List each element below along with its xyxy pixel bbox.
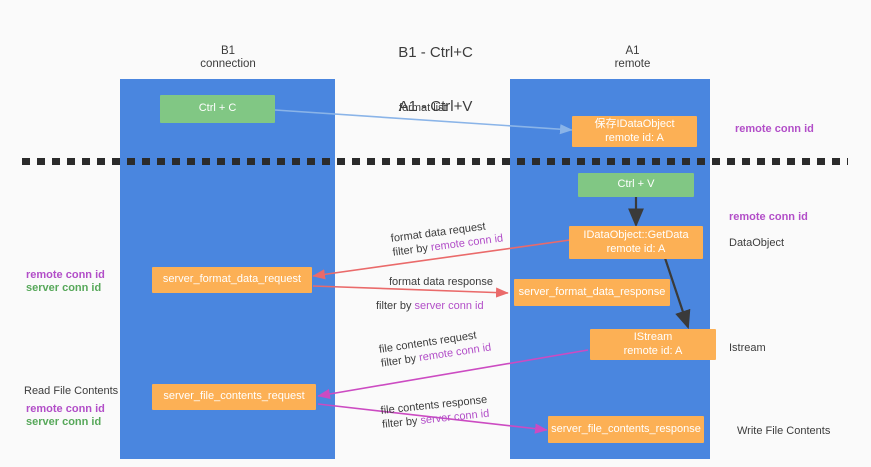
annotation-left-remote-conn-id-2: remote conn id xyxy=(26,403,105,415)
annotation-dataobject: DataObject xyxy=(729,237,785,249)
node-ctrl-c[interactable]: Ctrl + C xyxy=(160,95,275,123)
node-idataobject-getdata[interactable]: IDataObject::GetData remote id: A xyxy=(569,226,703,259)
lane-header-a1-line2: remote xyxy=(614,58,651,70)
lane-header-b1-line2: connection xyxy=(200,58,256,70)
node-save-idataobject[interactable]: 保存IDataObject remote id: A xyxy=(572,116,697,147)
node-server-format-data-request-label: server_format_data_request xyxy=(162,273,302,286)
annotation-left-remote-conn-id-1: remote conn id xyxy=(26,269,105,281)
lane-header-b1: B1 connection xyxy=(128,45,328,71)
node-ctrl-c-label: Ctrl + C xyxy=(198,102,237,115)
node-istream-subtitle: remote id: A xyxy=(623,344,683,357)
edge-label-format-data-request-group: format data request filter by remote con… xyxy=(390,217,504,259)
annotation-remote-conn-id-top: remote conn id xyxy=(735,123,814,135)
edge-label-format-data-response: format data response xyxy=(389,276,493,288)
node-istream[interactable]: IStream remote id: A xyxy=(590,329,716,360)
annotation-write-file-contents: Write File Contents xyxy=(737,425,831,437)
node-istream-title: IStream xyxy=(633,331,673,343)
node-server-file-contents-request-label: server_file_contents_request xyxy=(163,390,305,403)
annotation-left-server-conn-id-1: server conn id xyxy=(26,282,102,294)
node-save-idataobject-subtitle: remote id: A xyxy=(605,131,664,144)
edge-label-format-list: format list xyxy=(399,102,447,114)
node-server-format-data-request[interactable]: server_format_data_request xyxy=(152,267,312,293)
lane-header-a1-line1: A1 xyxy=(625,45,640,57)
node-server-file-contents-response[interactable]: server_file_contents_response xyxy=(548,416,704,443)
filter-prefix: filter by xyxy=(381,414,422,431)
lane-header-b1-line1: B1 xyxy=(220,45,236,57)
annotation-remote-conn-id-mid: remote conn id xyxy=(729,211,808,223)
node-server-file-contents-response-label: server_file_contents_response xyxy=(551,422,701,435)
edge-label-file-contents-response-group: file contents response filter by server … xyxy=(380,393,490,432)
lane-header-a1: A1 remote xyxy=(545,45,720,71)
filter-key-server-conn-id: server conn id xyxy=(414,300,484,312)
node-idataobject-getdata-title: IDataObject::GetData xyxy=(583,229,689,241)
annotation-istream: Istream xyxy=(729,342,766,354)
node-ctrl-v-label: Ctrl + V xyxy=(617,178,655,191)
node-ctrl-v[interactable]: Ctrl + V xyxy=(578,173,694,197)
filter-prefix: filter by xyxy=(376,300,415,312)
annotation-left-server-conn-id-2: server conn id xyxy=(26,416,102,428)
filter-prefix: filter by xyxy=(391,241,432,259)
title-line-1: B1 - Ctrl+C xyxy=(398,44,473,61)
node-server-format-data-response[interactable]: server_format_data_response xyxy=(514,279,670,306)
edge-label-format-data-response-filter: filter by server conn id xyxy=(376,299,484,313)
edge-label-file-contents-request-group: file contents request filter by remote c… xyxy=(378,327,492,371)
node-save-idataobject-title: 保存IDataObject xyxy=(594,118,675,130)
node-server-format-data-response-label: server_format_data_response xyxy=(518,285,666,298)
node-server-file-contents-request[interactable]: server_file_contents_request xyxy=(152,384,316,410)
node-idataobject-getdata-subtitle: remote id: A xyxy=(606,242,666,255)
annotation-read-file-contents: Read File Contents xyxy=(24,385,119,397)
